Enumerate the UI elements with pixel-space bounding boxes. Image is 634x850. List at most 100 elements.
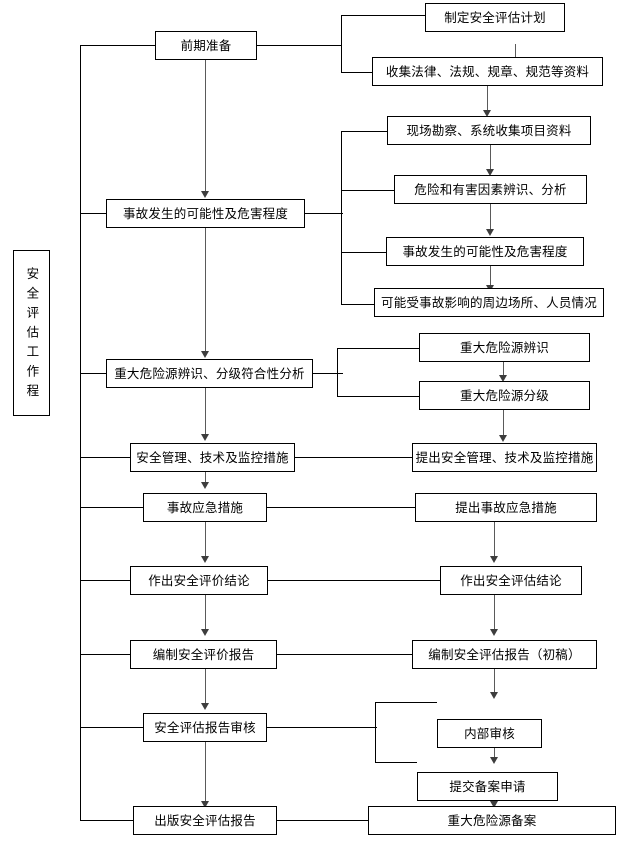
node-majorhazard[interactable]: 重大危险源辨识、分级符合性分析 bbox=[106, 359, 313, 388]
arrow-review-to-publish-line bbox=[205, 741, 207, 803]
bracket3-arm-grade bbox=[337, 396, 419, 398]
arrow-report-to-review-line bbox=[205, 668, 207, 704]
node-emergency2[interactable]: 提出事故应急措施 bbox=[415, 493, 597, 522]
bracket4-arm-filing bbox=[375, 762, 417, 764]
node-conclusion2-label: 作出安全评估结论 bbox=[460, 572, 562, 588]
link-emergency-to-emergency2 bbox=[267, 507, 415, 509]
node-likelihood2-label: 事故发生的可能性及危害程度 bbox=[402, 243, 568, 259]
arrow-prep-to-likelihood-line bbox=[205, 60, 207, 193]
arrow-plan-to-collectlaw-line bbox=[515, 44, 517, 66]
node-report-label: 编制安全评价报告 bbox=[152, 646, 255, 662]
bracket1-vertical bbox=[341, 15, 343, 73]
node-mh-grade[interactable]: 重大危险源分级 bbox=[419, 381, 590, 410]
link-conclusion-to-conclusion2 bbox=[268, 580, 440, 582]
arrow-report-to-review-head bbox=[201, 703, 209, 710]
arrow-collectlaw-to-survey-head bbox=[483, 110, 491, 117]
node-prep-label: 前期准备 bbox=[180, 37, 232, 53]
node-conclusion2[interactable]: 作出安全评估结论 bbox=[440, 566, 582, 595]
arrow-emergency2-to-conclusion2-head bbox=[490, 556, 498, 563]
arrow-majorhazard-to-mgmt-line bbox=[205, 388, 207, 436]
bracket2-vertical bbox=[341, 131, 343, 305]
node-report2-label: 编制安全评估报告（初稿） bbox=[428, 646, 581, 662]
node-survey[interactable]: 现场勘察、系统收集项目资料 bbox=[387, 116, 591, 145]
node-collectlaw[interactable]: 收集法律、法规、规章、规范等资料 bbox=[372, 57, 603, 86]
node-publish[interactable]: 出版安全评估报告 bbox=[133, 806, 277, 835]
node-collectlaw-label: 收集法律、法规、规章、规范等资料 bbox=[385, 63, 590, 79]
node-record[interactable]: 重大危险源备案 bbox=[368, 806, 616, 835]
bracket2-arm-survey bbox=[341, 131, 388, 133]
node-internal-label: 内部审核 bbox=[464, 725, 515, 741]
node-likelihood[interactable]: 事故发生的可能性及危害程度 bbox=[106, 199, 305, 228]
node-plan[interactable]: 制定安全评估计划 bbox=[425, 3, 565, 32]
arrow-prep-to-likelihood-head bbox=[201, 191, 209, 198]
node-prep[interactable]: 前期准备 bbox=[155, 31, 257, 60]
node-record-label: 重大危险源备案 bbox=[447, 812, 537, 828]
arrow-mgmt-to-emergency-head bbox=[201, 482, 209, 489]
arrow-survey-to-identify-line bbox=[490, 145, 492, 171]
arrow-emergency-to-conclusion-line bbox=[205, 521, 207, 557]
node-mgmt2-label: 提出安全管理、技术及监控措施 bbox=[415, 449, 594, 465]
arrow-identify-to-likelihood2-line bbox=[490, 204, 492, 231]
node-survey-label: 现场勘察、系统收集项目资料 bbox=[406, 122, 572, 138]
arrow-mhgrade-to-mgmt2-line bbox=[503, 410, 505, 437]
node-review[interactable]: 安全评估报告审核 bbox=[143, 713, 267, 742]
bracket3-vertical bbox=[337, 348, 339, 397]
node-mgmt2[interactable]: 提出安全管理、技术及监控措施 bbox=[412, 443, 597, 472]
arrow-survey-to-identify-head bbox=[486, 169, 494, 176]
link-review-to-bracket4 bbox=[267, 727, 377, 729]
node-emergency-label: 事故应急措施 bbox=[166, 499, 244, 515]
link-majorhazard-to-bracket3 bbox=[313, 373, 343, 375]
arrow-emergency2-to-conclusion2-line bbox=[494, 521, 496, 557]
bracket3-arm-identify bbox=[337, 348, 419, 350]
node-filing[interactable]: 提交备案申请 bbox=[417, 772, 558, 801]
node-review-label: 安全评估报告审核 bbox=[154, 719, 256, 735]
node-internal[interactable]: 内部审核 bbox=[437, 719, 542, 748]
node-mh-identify-label: 重大危险源辨识 bbox=[460, 339, 549, 355]
node-mgmt-label: 安全管理、技术及监控措施 bbox=[136, 449, 289, 465]
bracket2-arm-identify bbox=[341, 190, 395, 192]
node-filing-label: 提交备案申请 bbox=[449, 778, 526, 794]
spine-branch-mgmt bbox=[80, 457, 131, 459]
link-mgmt-to-mgmt2 bbox=[295, 457, 415, 459]
link-report-to-report2 bbox=[277, 654, 412, 656]
node-likelihood2[interactable]: 事故发生的可能性及危害程度 bbox=[386, 237, 584, 266]
spine-label-box: 安全评估工作程 bbox=[13, 250, 50, 416]
arrow-mgmt-to-emergency-line bbox=[205, 471, 207, 483]
node-emergency[interactable]: 事故应急措施 bbox=[143, 493, 267, 522]
arrow-mhgrade-to-mgmt2-head bbox=[499, 435, 507, 442]
link-likelihood-to-bracket2 bbox=[305, 213, 343, 215]
spine-branch-report bbox=[80, 654, 131, 656]
node-identify[interactable]: 危险和有害因素辨识、分析 bbox=[394, 175, 587, 204]
node-conclusion[interactable]: 作出安全评价结论 bbox=[130, 566, 268, 595]
arrow-mhidentify-to-mhgrade-line bbox=[503, 362, 505, 377]
arrow-conclusion2-to-report2-line bbox=[494, 594, 496, 630]
bracket1-top-arm bbox=[341, 15, 442, 17]
node-identify-label: 危险和有害因素辨识、分析 bbox=[414, 181, 567, 197]
bracket4-arm-internal bbox=[375, 702, 437, 704]
link-prep-to-bracket1 bbox=[257, 45, 342, 47]
arrow-identify-to-likelihood2-head bbox=[486, 229, 494, 236]
arrow-report2-to-internal-head bbox=[490, 692, 498, 699]
spine-label-text: 安全评估工作程 bbox=[24, 266, 40, 404]
arrow-likelihood2-to-surrounding-line bbox=[490, 266, 492, 288]
bracket2-arm-likelihood2 bbox=[341, 252, 387, 254]
node-report[interactable]: 编制安全评价报告 bbox=[130, 640, 277, 669]
node-mh-identify[interactable]: 重大危险源辨识 bbox=[419, 333, 590, 362]
arrow-mhidentify-to-mhgrade-head bbox=[499, 375, 507, 382]
spine-branch-emergency bbox=[80, 507, 144, 509]
arrow-filing-to-record-head bbox=[490, 801, 498, 808]
node-emergency2-label: 提出事故应急措施 bbox=[455, 499, 557, 515]
bracket2-arm-surrounding bbox=[341, 304, 375, 306]
node-mh-grade-label: 重大危险源分级 bbox=[460, 387, 549, 403]
spine-branch-likelihood bbox=[80, 213, 107, 215]
node-surrounding-label: 可能受事故影响的周边场所、人员情况 bbox=[381, 294, 597, 310]
node-mgmt[interactable]: 安全管理、技术及监控措施 bbox=[130, 443, 295, 472]
spine-branch-prep bbox=[80, 45, 156, 47]
node-report2[interactable]: 编制安全评估报告（初稿） bbox=[412, 640, 597, 669]
spine-branch-majorhazard bbox=[80, 373, 107, 375]
arrow-report2-to-internal-line bbox=[494, 668, 496, 694]
node-surrounding[interactable]: 可能受事故影响的周边场所、人员情况 bbox=[374, 288, 604, 317]
bracket4-vertical bbox=[375, 702, 377, 763]
arrow-emergency-to-conclusion-head bbox=[201, 556, 209, 563]
arrow-conclusion-to-report-line bbox=[205, 594, 207, 630]
